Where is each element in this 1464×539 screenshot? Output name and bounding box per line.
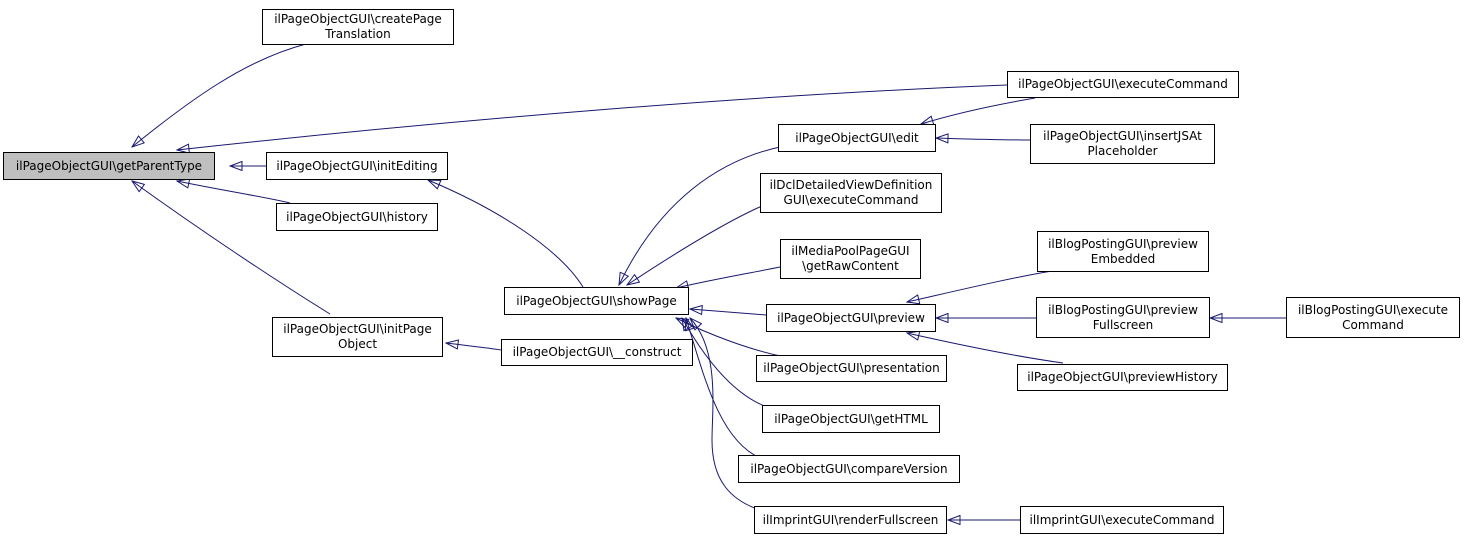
node-label: ilPageObjectGUI\history [286,209,428,224]
node-label: Embedded [1090,251,1156,266]
node-blog-preview-fullscreen[interactable]: ilBlogPostingGUI\preview Fullscreen [1036,297,1210,338]
node-label: ilPageObjectGUI\getParentType [15,158,203,173]
node-label: ilPageObjectGUI\showPage [516,293,677,308]
node-blog-preview-embedded[interactable]: ilBlogPostingGUI\preview Embedded [1037,231,1209,272]
node-label: GUI\executeCommand [783,193,919,207]
node-label: ilPageObjectGUI\createPage [274,12,442,26]
node-label: ilBlogPostingGUI\preview [1048,236,1198,251]
node-history[interactable]: ilPageObjectGUI\history [276,203,438,231]
node-label: ilDclDetailedViewDefinition [769,178,933,192]
node-init-editing[interactable]: ilPageObjectGUI\initEditing [266,152,448,180]
node-label: ilPageObjectGUI\preview [777,310,925,325]
node-label: ilPageObjectGUI\initPage [283,322,432,336]
edge-insertjs-to-edit [936,138,1031,140]
edge-preview-to-showpage [690,309,767,316]
node-label: ilPageObjectGUI\getHTML [774,411,928,426]
edge-construct-to-initpageobject [446,343,502,351]
node-label: ilBlogPostingGUI\preview [1048,302,1198,317]
node-label: Object [337,337,378,351]
edge-showpage-to-initediting [428,180,584,288]
node-media-pool-raw-content[interactable]: ilMediaPoolPageGUI \getRawContent [780,239,921,279]
node-dcl-detailed-view[interactable]: ilDclDetailedViewDefinition GUI\executeC… [760,173,942,213]
edge-renderfullscreen-to-showpage [690,318,761,511]
node-get-parent-type: ilPageObjectGUI\getParentType [3,152,215,180]
node-label: ilBlogPostingGUI\execute [1297,302,1449,317]
node-render-fullscreen[interactable]: ilImprintGUI\renderFullscreen [754,506,947,534]
edge-edit-to-showpage [619,146,781,285]
node-label: ilPageObjectGUI\presentation [763,361,940,375]
node-show-page[interactable]: ilPageObjectGUI\showPage [504,287,689,315]
node-label: Translation [325,27,391,41]
node-compare-version[interactable]: ilPageObjectGUI\compareVersion [738,455,960,483]
node-label: Placeholder [1087,144,1158,158]
node-label: ilImprintGUI\renderFullscreen [762,512,939,527]
node-label: ilPageObjectGUI\__construct [512,345,682,359]
edge-blogembedded-to-preview [907,270,1053,302]
edge-history-to-getparenttype [177,181,291,204]
node-label: ilImprintGUI\executeCommand [1029,512,1215,527]
node-presentation[interactable]: ilPageObjectGUI\presentation [756,355,947,382]
edge-mediapool-to-showpage [676,266,781,288]
node-get-html[interactable]: ilPageObjectGUI\getHTML [762,405,940,433]
node-imprint-execute-command[interactable]: ilImprintGUI\executeCommand [1020,506,1224,534]
node-insert-js-placeholder[interactable]: ilPageObjectGUI\insertJSAt Placeholder [1030,124,1215,164]
node-label: \getRawContent [802,259,899,273]
node-edit[interactable]: ilPageObjectGUI\edit [778,124,936,152]
edge-dcl-to-showpage [627,205,763,285]
edge-executecommand-to-getparenttype [177,84,1008,150]
node-preview-history[interactable]: ilPageObjectGUI\previewHistory [1017,364,1228,391]
edge-executecommand-to-edit [921,97,1036,124]
node-execute-command[interactable]: ilPageObjectGUI\executeCommand [1007,71,1239,98]
node-preview[interactable]: ilPageObjectGUI\preview [766,304,936,332]
node-label: ilPageObjectGUI\insertJSAt [1043,129,1202,143]
node-blog-execute-command[interactable]: ilBlogPostingGUI\execute Command [1286,297,1460,338]
edge-createpage-to-getparenttype [132,43,307,147]
node-label: ilPageObjectGUI\executeCommand [1018,77,1228,91]
node-construct[interactable]: ilPageObjectGUI\__construct [501,339,693,366]
node-label: ilMediaPoolPageGUI [791,244,910,258]
node-label: ilPageObjectGUI\initEditing [276,158,438,173]
node-create-page-translation[interactable]: ilPageObjectGUI\createPage Translation [262,9,454,45]
node-label: ilPageObjectGUI\edit [795,130,919,145]
node-label: ilPageObjectGUI\previewHistory [1027,370,1218,384]
node-label: Fullscreen [1092,317,1154,332]
edge-initpageobject-to-getparenttype [132,181,331,315]
node-label: ilPageObjectGUI\compareVersion [750,461,948,476]
edge-previewhistory-to-preview [907,333,1064,364]
node-init-page-object[interactable]: ilPageObjectGUI\initPage Object [272,317,443,357]
node-label: Command [1342,317,1404,332]
